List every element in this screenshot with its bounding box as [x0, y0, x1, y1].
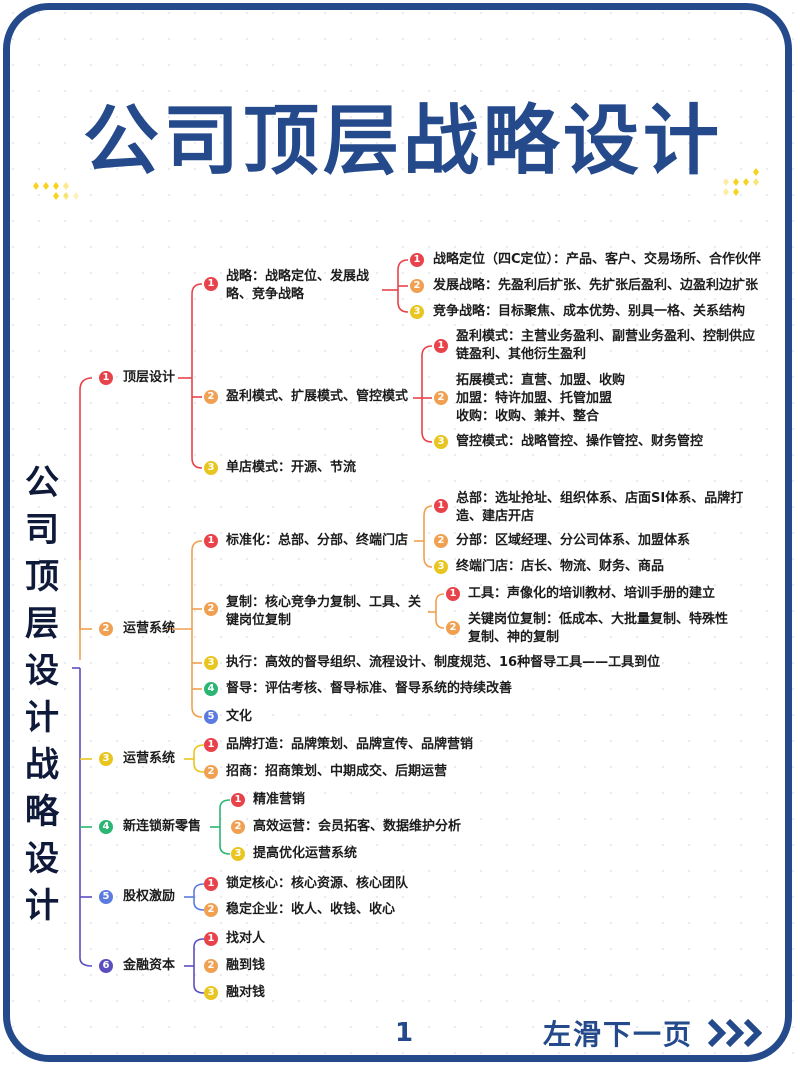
badge: 2 [204, 765, 218, 779]
badge: 1 [434, 499, 448, 513]
chevrons-right-icon[interactable] [706, 1016, 768, 1050]
vertical-title: 公司顶层设计战略设计 [25, 463, 59, 926]
node-operations-2[interactable]: 运营系统 [123, 751, 176, 766]
node-top-design[interactable]: 顶层设计 [123, 370, 176, 385]
node-development-strategy[interactable]: 发展战略：先盈利后扩张、先扩张后盈利、边盈利边扩张 [433, 278, 759, 293]
badge-l1-1: 1 [99, 371, 113, 385]
badge: 1 [231, 793, 245, 807]
badge: 1 [446, 587, 460, 601]
page-number: 1 [395, 1018, 414, 1048]
node-new-retail[interactable]: 新连锁新零售 [123, 819, 202, 834]
node-profit-model[interactable]: 盈利模式：主营业务盈利、副营业务盈利、控制供应链盈利、其他衍生盈利 [456, 329, 756, 362]
sparkle-decoration-right [723, 168, 759, 196]
badge: 1 [434, 339, 448, 353]
node-single-store-model[interactable]: 单店模式：开源、节流 [226, 460, 357, 475]
node-financial-capital[interactable]: 金融资本 [123, 958, 176, 973]
node-culture[interactable]: 文化 [226, 709, 253, 724]
node-key-position-replication[interactable]: 关键岗位复制：低成本、大批量复制、特殊性复制、神的复制 [468, 612, 729, 645]
swipe-next-label[interactable]: 左滑下一页 [543, 1018, 694, 1051]
node-tools[interactable]: 工具：声像化的培训教材、培训手册的建立 [468, 586, 716, 601]
badge: 2 [204, 390, 218, 404]
node-raise-money[interactable]: 融到钱 [226, 958, 266, 973]
node-control-model[interactable]: 管控模式：战略管控、操作管控、财务管控 [456, 434, 704, 449]
node-branding[interactable]: 品牌打造：品牌策划、品牌宣传、品牌营销 [226, 737, 474, 752]
badge: 3 [204, 461, 218, 475]
node-standardization[interactable]: 标准化：总部、分部、终端门店 [226, 533, 409, 548]
badge: 2 [446, 621, 460, 635]
node-find-people[interactable]: 找对人 [226, 931, 266, 946]
node-headquarters[interactable]: 总部：选址抢址、组织体系、店面SI体系、品牌打造、建店开店 [456, 491, 744, 524]
node-strategy[interactable]: 战略：战略定位、发展战略、竞争战略 [226, 269, 370, 302]
badge: 3 [410, 305, 424, 319]
badge: 1 [204, 534, 218, 548]
node-operations[interactable]: 运营系统 [123, 621, 176, 636]
node-stabilize-enterprise[interactable]: 稳定企业：收人、收钱、收心 [226, 902, 396, 917]
badge: 1 [204, 877, 218, 891]
node-investment-attraction[interactable]: 招商：招商策划、中期成交、后期运营 [226, 764, 448, 779]
badge-l1-4: 4 [99, 820, 113, 834]
page-frame [3, 3, 792, 1062]
node-precision-marketing[interactable]: 精准营销 [253, 792, 306, 807]
node-replication[interactable]: 复制：核心竞争力复制、工具、关键岗位复制 [226, 595, 422, 628]
badge: 2 [434, 534, 448, 548]
badge-l1-2: 2 [99, 622, 113, 636]
node-efficient-operation[interactable]: 高效运营：会员拓客、数据维护分析 [253, 819, 462, 834]
badge: 3 [434, 435, 448, 449]
node-expansion-model[interactable]: 拓展模式：直营、加盟、收购加盟：特许加盟、托管加盟收购：收购、兼并、整合 [456, 373, 626, 424]
node-terminal-store[interactable]: 终端门店：店长、物流、财务、商品 [456, 559, 665, 574]
badge: 3 [204, 656, 218, 670]
badge: 2 [204, 903, 218, 917]
node-equity-incentive[interactable]: 股权激励 [123, 889, 176, 904]
badge: 3 [231, 847, 245, 861]
badge: 2 [231, 820, 245, 834]
badge: 2 [204, 602, 218, 616]
badge: 3 [434, 560, 448, 574]
node-competitive-strategy[interactable]: 竞争战略：目标聚焦、成本优势、别具一格、关系结构 [433, 304, 746, 319]
node-execution[interactable]: 执行：高效的督导组织、流程设计、制度规范、16种督导工具——工具到位 [226, 655, 661, 670]
sparkle-decoration-left [33, 182, 79, 200]
node-branch[interactable]: 分部：区域经理、分公司体系、加盟体系 [456, 533, 691, 548]
node-supervision[interactable]: 督导：评估考核、督导标准、督导系统的持续改善 [226, 681, 513, 696]
node-business-models[interactable]: 盈利模式、扩展模式、管控模式 [226, 389, 409, 404]
badge: 1 [204, 738, 218, 752]
node-right-money[interactable]: 融对钱 [226, 985, 266, 1000]
node-strategy-positioning[interactable]: 战略定位（四C定位）：产品、客户、交易场所、合作伙伴 [433, 252, 762, 267]
node-lock-core[interactable]: 锁定核心：核心资源、核心团队 [226, 876, 409, 891]
node-optimize-operations[interactable]: 提高优化运营系统 [253, 846, 358, 861]
badge-l1-6: 6 [99, 959, 113, 973]
page-title: 公司顶层战略设计 [83, 96, 723, 185]
badge: 1 [204, 277, 218, 291]
badge: 5 [204, 710, 218, 724]
badge: 2 [204, 959, 218, 973]
badge: 2 [434, 391, 448, 405]
badge: 1 [410, 253, 424, 267]
badge: 2 [410, 279, 424, 293]
badge: 4 [204, 682, 218, 696]
badge: 3 [204, 986, 218, 1000]
badge-l1-3: 3 [99, 752, 113, 766]
badge-l1-5: 5 [99, 890, 113, 904]
badge: 1 [204, 932, 218, 946]
